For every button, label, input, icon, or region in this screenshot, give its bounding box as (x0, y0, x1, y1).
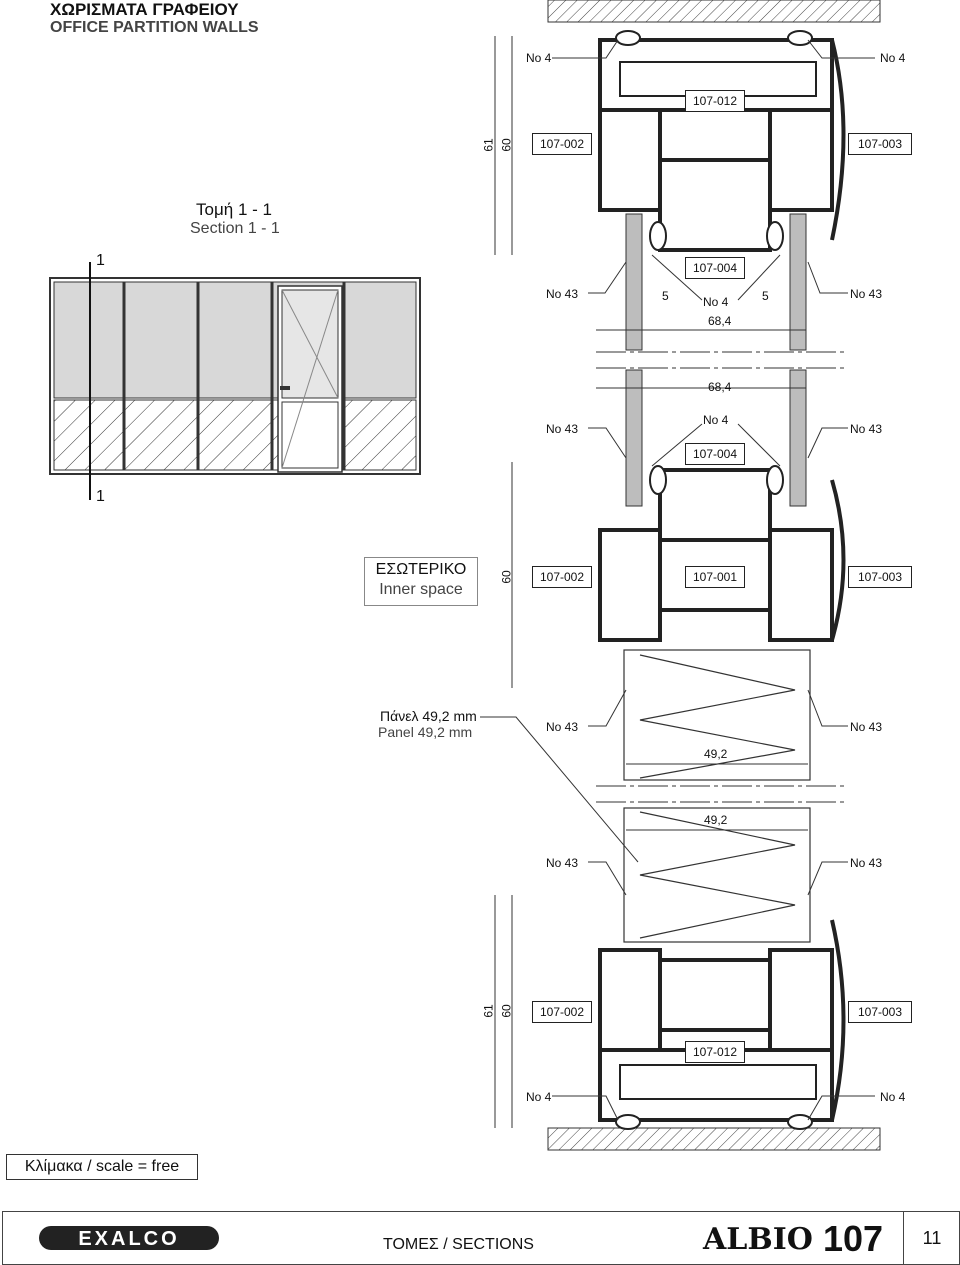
label-no43-h: No 43 (850, 856, 883, 870)
title-greek: ΧΩΡΙΣΜΑΤΑ ΓΡΑΦΕΙΟΥ (50, 0, 239, 19)
top-wall (547, 0, 881, 23)
label-no4-top-left: No 4 (526, 51, 552, 65)
scale-box: Κλίμακα / scale = free (6, 1154, 198, 1180)
part-107-003-mid: 107-003 (848, 566, 912, 588)
dim-49-2-a: 49,2 (704, 747, 728, 761)
part-107-004-bottom: 107-004 (685, 443, 745, 465)
glass-left-lower (625, 369, 643, 507)
footer-bar: EXALCO ΤΟΜΕΣ / SECTIONS ALBIO 107 11 (2, 1211, 960, 1265)
title-english: OFFICE PARTITION WALLS (50, 19, 259, 36)
part-107-002-bottom: 107-002 (532, 1001, 592, 1023)
label-no43-f: No 43 (850, 720, 883, 734)
partition-elevation (49, 262, 421, 500)
inner-space-label: ΕΣΩΤΕΡΙΚΟ Inner space (364, 557, 478, 606)
label-no4-mid2: No 4 (703, 413, 729, 427)
panel-label-english: Panel 49,2 mm (378, 724, 473, 740)
dim-68-4-a: 68,4 (708, 314, 732, 328)
dim-49-2-b: 49,2 (704, 813, 728, 827)
part-107-002-mid: 107-002 (532, 566, 592, 588)
label-no43-b: No 43 (850, 287, 883, 301)
part-107-004-top: 107-004 (685, 257, 745, 279)
label-no43-d: No 43 (850, 422, 883, 436)
label-no4-mid: No 4 (703, 295, 729, 309)
part-107-002-top: 107-002 (532, 133, 592, 155)
dim-61-bottom: 61 (481, 1004, 496, 1018)
part-107-012-top: 107-012 (685, 90, 745, 112)
albio-brand: ALBIO (703, 1222, 813, 1257)
dim-5-left: 5 (662, 289, 669, 303)
part-107-003-top: 107-003 (848, 133, 912, 155)
section-marker-bottom: 1 (96, 488, 105, 505)
dim-61-top: 61 (481, 138, 496, 152)
label-no4-bottom-left: No 4 (526, 1090, 552, 1104)
inner-space-greek: ΕΣΩΤΕΡΙΚΟ (375, 561, 467, 578)
bottom-wall (547, 1127, 881, 1151)
part-107-003-bottom: 107-003 (848, 1001, 912, 1023)
page-number: 11 (903, 1212, 960, 1264)
dim-5-right: 5 (762, 289, 769, 303)
dim-60-mid: 60 (499, 570, 514, 584)
glass-right-lower (789, 369, 807, 507)
bottom-profile (598, 919, 846, 1122)
dim-68-4-b: 68,4 (708, 380, 732, 394)
panel-label-greek: Πάνελ 49,2 mm (380, 708, 477, 724)
dim-60-top: 60 (499, 138, 514, 152)
label-no4-top-right: No 4 (880, 51, 906, 65)
insulated-panel (623, 649, 811, 943)
label-no43-e: No 43 (546, 720, 579, 734)
exalco-logo: EXALCO (39, 1226, 219, 1250)
series-number: 107 (823, 1218, 884, 1259)
part-107-001-mid: 107-001 (685, 566, 745, 588)
label-no43-c: No 43 (546, 422, 579, 436)
inner-space-english: Inner space (379, 581, 463, 598)
part-107-012-bottom: 107-012 (685, 1041, 745, 1063)
dim-60-bottom: 60 (499, 1004, 514, 1018)
label-no43-a: No 43 (546, 287, 579, 301)
glass-left (625, 213, 643, 351)
label-no4-bottom-right: No 4 (880, 1090, 906, 1104)
section-marker-top: 1 (96, 252, 105, 269)
top-gaskets (615, 30, 813, 251)
glass-right (789, 213, 807, 351)
footer-sections-label: ΤΟΜΕΣ / SECTIONS (383, 1236, 534, 1253)
middle-profile (598, 468, 846, 642)
section-title-english: Section 1 - 1 (190, 220, 280, 237)
svg-text:EXALCO: EXALCO (78, 1228, 179, 1250)
label-no43-g: No 43 (546, 856, 579, 870)
section-title-greek: Τομή 1 - 1 (196, 200, 272, 219)
